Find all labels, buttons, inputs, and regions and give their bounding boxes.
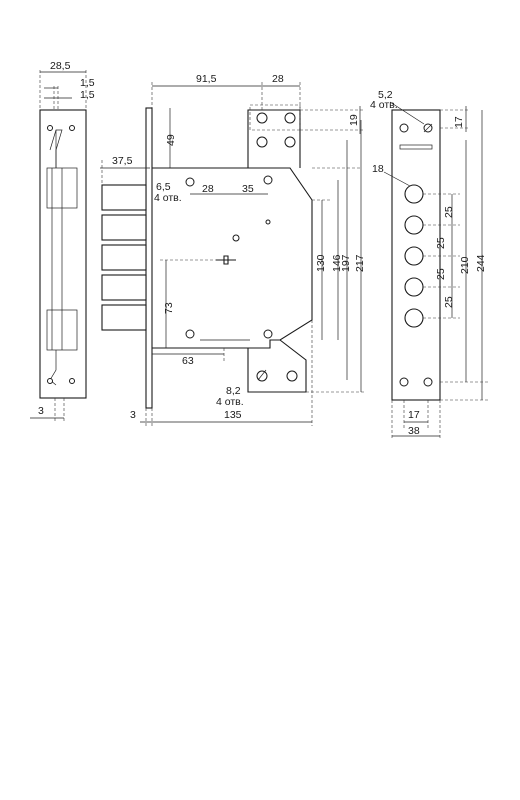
lock-body-hole bbox=[263, 329, 273, 339]
dim-strike-offset-top: 1,5 bbox=[80, 77, 95, 89]
dim-height-244: 244 bbox=[475, 254, 487, 272]
lock-bolt bbox=[101, 304, 147, 331]
dim-lower-hole-dia: 8,2 bbox=[226, 385, 241, 397]
dim-top-hole-dia: 5,2 bbox=[378, 89, 393, 101]
dim-lower-hole-count: 4 отв. bbox=[216, 396, 244, 408]
dim-upper-hole-spacing: 28 bbox=[202, 183, 214, 195]
lock-body-hole bbox=[185, 177, 195, 187]
dim-upper-hole-dia: 6,5 bbox=[156, 181, 171, 193]
dim-upper-hole-spacing-2: 35 bbox=[242, 183, 254, 195]
dim-height-210: 210 bbox=[459, 256, 471, 274]
dim-top-hole-count: 4 отв. bbox=[370, 99, 398, 111]
dim-strike-thickness: 3 bbox=[38, 405, 44, 417]
dim-bolt-pitch-4: 25 bbox=[443, 296, 455, 308]
dim-strike-offset-bottom: 1,5 bbox=[80, 89, 95, 101]
faceplate-bolt-hole bbox=[404, 246, 424, 266]
faceplate-brand-mark bbox=[399, 144, 433, 150]
strike-plate-outline bbox=[39, 109, 87, 399]
lock-top-bracket bbox=[247, 109, 301, 168]
strike-plate-hole bbox=[47, 378, 53, 384]
dim-height-146: 146 bbox=[331, 254, 343, 272]
dim-keyhole-height: 73 bbox=[163, 302, 175, 314]
lock-bolt bbox=[101, 184, 147, 211]
lock-bracket-outline bbox=[249, 104, 301, 131]
faceplate-bolt-hole bbox=[404, 308, 424, 328]
lock-body-hole bbox=[232, 234, 240, 242]
dim-body-depth: 135 bbox=[224, 409, 242, 421]
dim-strike-width: 28,5 bbox=[50, 60, 71, 72]
lock-bolt bbox=[101, 274, 147, 301]
faceplate-outline bbox=[391, 109, 441, 401]
faceplate-bolt-hole bbox=[404, 215, 424, 235]
dim-faceplate-width: 38 bbox=[408, 425, 420, 437]
dim-bracket-width: 28 bbox=[272, 73, 284, 85]
dim-bolt-pitch-3: 25 bbox=[435, 268, 447, 280]
lock-body-hole bbox=[263, 175, 273, 185]
dim-top-to-bracket: 91,5 bbox=[196, 73, 217, 85]
faceplate-bolt-hole bbox=[404, 184, 424, 204]
dim-bolt-throw: 37,5 bbox=[112, 155, 133, 167]
faceplate-view: 5,2 4 отв. 17 18 25 25 25 25 210 244 bbox=[370, 89, 488, 440]
strike-plate-view: 28,5 1,5 1,5 3 bbox=[30, 60, 95, 422]
dim-bolt-pitch-2: 25 bbox=[435, 237, 447, 249]
faceplate-bolt-hole bbox=[404, 277, 424, 297]
lock-body-hole bbox=[185, 329, 195, 339]
lock-bolt bbox=[101, 244, 147, 271]
strike-plate-hole bbox=[69, 125, 75, 131]
dim-height-197: 197 bbox=[340, 254, 352, 272]
lock-body-hole bbox=[265, 219, 271, 225]
dim-backset-height: 49 bbox=[165, 134, 177, 146]
lock-bolt bbox=[101, 214, 147, 241]
strike-plate-hole bbox=[69, 378, 75, 384]
dim-bracket-height: 19 bbox=[348, 114, 360, 126]
dim-faceplate-thickness: 3 bbox=[130, 409, 136, 421]
dim-bolt-dia: 18 bbox=[372, 163, 384, 175]
dim-height-130: 130 bbox=[315, 254, 327, 272]
dim-bolt-pitch-1: 25 bbox=[443, 206, 455, 218]
dim-bottom-spacing: 17 bbox=[408, 409, 420, 421]
keyhole-icon bbox=[216, 255, 236, 265]
dim-upper-hole-count: 4 отв. bbox=[154, 192, 182, 204]
dim-keyhole-offset: 63 bbox=[182, 355, 194, 367]
dim-height-217: 217 bbox=[354, 254, 366, 272]
strike-plate-hole bbox=[47, 125, 53, 131]
lock-body-view: 91,5 28 19 49 37,5 6,5 4 отв. 28 35 73 6… bbox=[100, 73, 366, 426]
lock-faceplate-edge bbox=[145, 107, 153, 409]
dim-top-offset: 17 bbox=[453, 116, 465, 128]
